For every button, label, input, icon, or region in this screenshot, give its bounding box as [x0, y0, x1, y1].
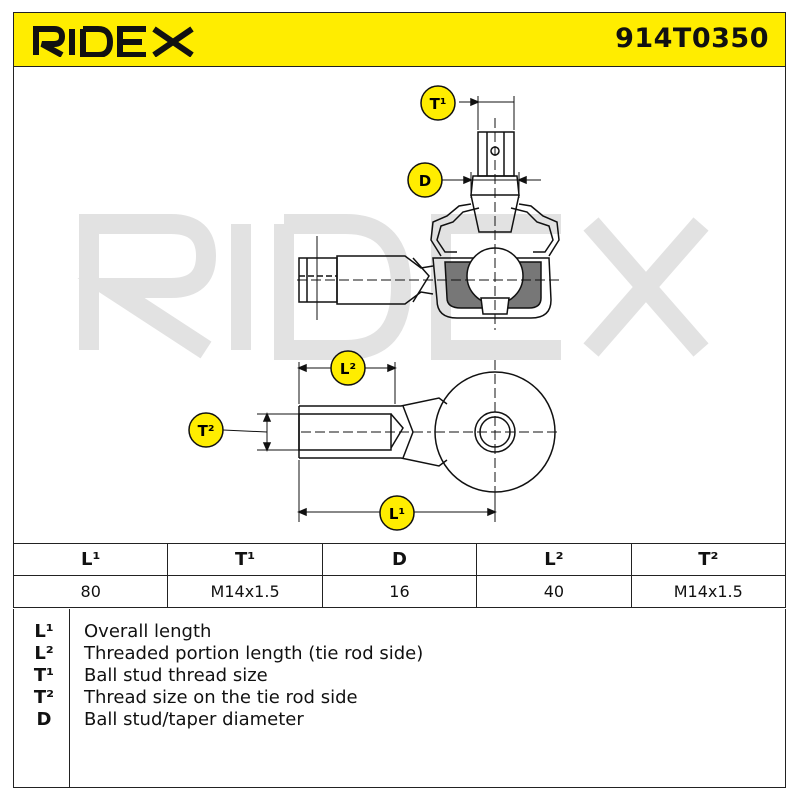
spec-header-l1: L¹ [12, 543, 169, 576]
legend-code: T¹ [33, 665, 55, 686]
watermark-logo [77, 214, 709, 360]
legend-description: Thread size on the tie rod side [84, 687, 358, 708]
spec-value-d: 16 [321, 575, 478, 608]
spec-value-l1: 80 [12, 575, 169, 608]
svg-text:L¹: L¹ [389, 505, 405, 523]
spec-header-d: D [321, 543, 478, 576]
spec-value-t1: M14x1.5 [167, 575, 323, 608]
legend-code: T² [33, 687, 55, 708]
legend-item: T¹ Ball stud thread size [14, 665, 714, 687]
legend-divider [69, 609, 70, 787]
legend-code: L² [34, 643, 54, 664]
part-number: 914T0350 [615, 23, 769, 54]
ridex-logo [33, 26, 194, 57]
legend-code: D [36, 709, 52, 730]
legend: L¹ Overall length L² Threaded portion le… [13, 609, 786, 788]
callout-l1: L¹ [379, 495, 415, 531]
legend-description: Overall length [84, 621, 212, 642]
technical-drawing: T¹ D L² T² L¹ [77, 85, 709, 531]
legend-description: Threaded portion length (tie rod side) [84, 643, 424, 664]
svg-text:D: D [419, 172, 431, 190]
legend-item: D Ball stud/taper diameter [14, 709, 714, 731]
callout-t1: T¹ [420, 85, 456, 121]
spec-table: L¹ T¹ D L² T² 80 M14x1.5 16 40 M14x1.5 [12, 543, 787, 608]
callout-d: D [407, 162, 443, 198]
callout-l2: L² [330, 350, 366, 386]
spec-value-t2: M14x1.5 [630, 575, 787, 608]
side-view-drawing [297, 96, 561, 330]
svg-text:L²: L² [340, 360, 356, 378]
spec-table-value-row: 80 M14x1.5 16 40 M14x1.5 [12, 575, 787, 608]
top-view-drawing [222, 360, 557, 522]
svg-text:T²: T² [198, 422, 215, 440]
header-bar: 914T0350 [13, 12, 786, 67]
svg-text:T¹: T¹ [430, 95, 447, 113]
legend-code: L¹ [34, 621, 54, 642]
legend-item: T² Thread size on the tie rod side [14, 687, 714, 709]
spec-header-t1: T¹ [167, 543, 323, 576]
spec-value-l2: 40 [476, 575, 632, 608]
callout-t2: T² [188, 412, 224, 448]
legend-item: L² Threaded portion length (tie rod side… [14, 643, 714, 665]
spec-header-l2: L² [476, 543, 632, 576]
legend-description: Ball stud thread size [84, 665, 268, 686]
legend-item: L¹ Overall length [14, 621, 714, 643]
legend-description: Ball stud/taper diameter [84, 709, 304, 730]
spec-table-header-row: L¹ T¹ D L² T² [12, 543, 787, 576]
spec-header-t2: T² [630, 543, 787, 576]
technical-drawing-frame: T¹ D L² T² L¹ [13, 67, 786, 543]
